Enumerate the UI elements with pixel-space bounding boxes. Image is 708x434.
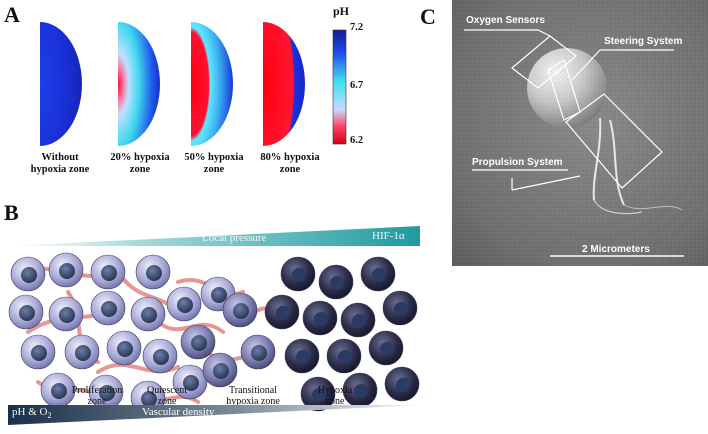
cell-nucleus <box>354 384 368 398</box>
oxygen-sensor-box <box>511 35 577 89</box>
cell-nucleus <box>312 388 326 402</box>
oxygen-sensors-label: Oxygen Sensors <box>466 15 545 26</box>
cell-nucleus <box>380 342 394 356</box>
cell-nucleus <box>51 383 67 399</box>
cell-nucleus <box>59 307 75 323</box>
cell-nucleus <box>314 312 328 326</box>
cell-nucleus <box>394 302 408 316</box>
tumor-cell-diagram <box>8 252 420 416</box>
panel-a-letter: A <box>4 2 20 27</box>
cell-nucleus <box>19 305 35 321</box>
steering-system-label: Steering System <box>604 36 683 47</box>
panel-c-letter: C <box>420 4 436 29</box>
cell-nucleus <box>233 303 249 319</box>
cell-nucleus <box>296 350 310 364</box>
cell-nucleus <box>213 363 229 379</box>
cell-nucleus <box>183 375 199 391</box>
cell-nucleus <box>191 335 207 351</box>
panel-b-letter: B <box>4 200 19 225</box>
propulsion-system-label: Propulsion System <box>472 157 563 168</box>
cell-nucleus <box>352 314 366 328</box>
vascular-density-label: Vascular density <box>142 406 215 418</box>
cell-nucleus <box>177 297 193 313</box>
cell-nucleus <box>117 341 133 357</box>
ph-o2-label: pH & O2 <box>12 406 52 421</box>
cell-nucleus <box>276 306 290 320</box>
scale-bar-label: 2 Micrometers <box>582 244 650 255</box>
cell-nucleus <box>75 345 91 361</box>
cell-nucleus <box>141 391 157 407</box>
colorbar-tick-mid: 6.7 <box>350 80 364 91</box>
cell-nucleus <box>146 265 162 281</box>
local-pressure-label: Local pressure <box>202 232 267 244</box>
cell-nucleus <box>372 268 386 282</box>
colorbar-title: pH <box>333 4 350 18</box>
cell-nucleus <box>101 301 117 317</box>
cell-nucleus <box>141 307 157 323</box>
vascular-density-banner <box>8 405 420 425</box>
cell-nucleus <box>101 265 117 281</box>
cell-nucleus <box>251 345 267 361</box>
local-pressure-banner <box>8 226 420 246</box>
cell-nucleus <box>330 276 344 290</box>
cell-nucleus <box>21 267 37 283</box>
cell-nucleus <box>31 345 47 361</box>
hemisphere-without-hypoxia <box>40 22 82 146</box>
hemisphere-50-percent <box>191 22 233 146</box>
propulsion-box <box>565 93 663 189</box>
sem-micrograph <box>452 0 708 266</box>
cell-nucleus <box>292 268 306 282</box>
ph-colorbar <box>332 29 347 145</box>
cell-nucleus <box>211 287 227 303</box>
hemisphere-80-percent <box>263 22 305 146</box>
hemisphere-20-percent <box>118 22 160 146</box>
colorbar-tick-low: 6.2 <box>350 135 364 146</box>
cell-nucleus <box>153 349 169 365</box>
cell-nucleus <box>59 263 75 279</box>
cell-nucleus <box>99 385 115 401</box>
hif-label: HIF-1α <box>372 230 405 242</box>
cell-nucleus <box>396 378 410 392</box>
cell-nucleus <box>338 350 352 364</box>
colorbar-tick-high: 7.2 <box>350 22 364 33</box>
panel-a-hemispheres <box>40 22 347 146</box>
